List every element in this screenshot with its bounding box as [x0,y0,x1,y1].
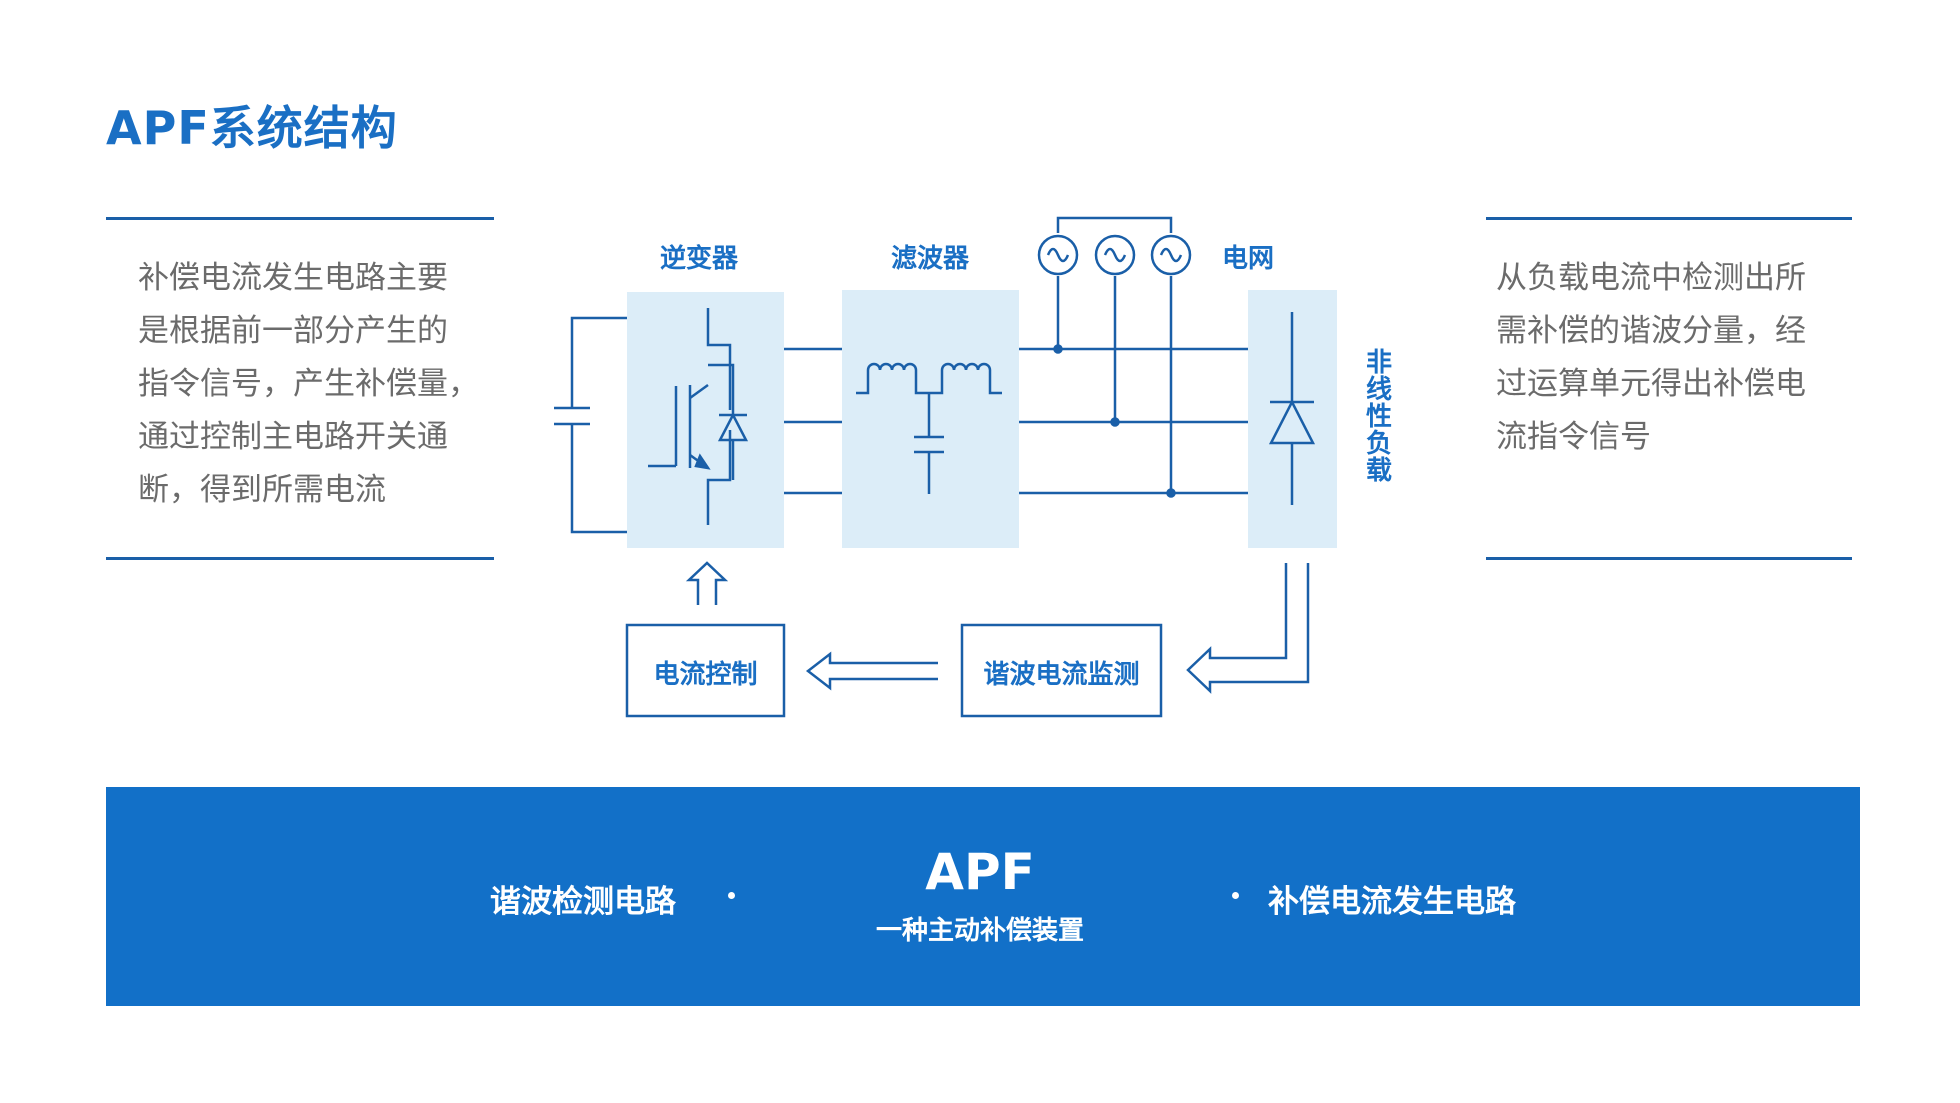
current-control-label: 电流控制 [653,660,758,690]
filter-inductor-left [856,362,929,395]
igbt-c-diag [689,383,709,400]
band-center-subtitle: 一种主动补偿装置 [875,916,1084,946]
igbt-collector [706,308,732,410]
inverter-label: 逆变器 [660,244,739,274]
junction-b [1110,417,1120,427]
band-right-label: 补偿电流发生电路 [1268,884,1516,920]
right-line-3: 过运算单元得出补偿电 [1496,366,1806,402]
left-line-5: 断，得到所需电流 [138,472,386,508]
junction-a [1053,344,1063,354]
grid-wave-b [1103,247,1127,263]
left-line-3: 指令信号，产生补偿量， [138,366,479,402]
left-line-4: 通过控制主电路开关通 [138,419,448,455]
dc-link-wire-lower [570,424,627,534]
left-line-1: 补偿电流发生电路主要 [138,260,448,296]
filter-label: 滤波器 [891,244,970,274]
filter-inductor-right [929,362,1002,395]
right-line-1: 从负载电流中检测出所 [1496,260,1806,296]
grid-label: 电网 [1222,244,1275,274]
right-line-2: 需补偿的谐波分量，经 [1496,313,1806,349]
left-line-2: 是根据前一部分产生的 [138,313,448,349]
bottom-dot-left [728,892,735,899]
dc-link-wire [570,316,627,408]
page-title: APF系统结构 [106,101,398,155]
harmonic-monitor-box [960,623,1163,718]
current-control-box [625,623,786,718]
junction-c [1166,488,1176,498]
grid-wave-a [1046,247,1070,263]
grid-top-bus [1056,216,1173,233]
igbt-arrow [694,453,711,470]
band-left-label: 谐波检测电路 [490,884,676,920]
right-top-rule [1486,217,1852,220]
right-description: 从负载电流中检测出所 需补偿的谐波分量，经 过运算单元得出补偿电 流指令信号 [1496,252,1856,464]
grid-wave-c [1159,247,1183,263]
filter-block [842,290,1019,548]
right-line-4: 流指令信号 [1496,419,1651,455]
grid-source-b-icon [1094,234,1136,276]
up-arrow-icon [685,561,729,605]
load-label: 非线性负载 [1365,348,1392,486]
igbt-emitter [706,430,732,525]
summary-band [106,787,1860,1006]
harmonic-monitor-label: 谐波电流监测 [983,660,1140,690]
grid-source-c-icon [1150,234,1192,276]
left-arrow-icon [805,651,938,691]
right-bottom-rule [1486,557,1852,560]
bottom-dot-right [1232,892,1239,899]
feedback-arrow-icon [1186,563,1310,694]
left-bottom-rule [106,557,494,560]
left-top-rule [106,217,494,220]
band-center-title: APF [925,843,1035,901]
left-description: 补偿电流发生电路主要 是根据前一部分产生的 指令信号，产生补偿量， 通过控制主电… [138,252,498,517]
grid-source-a-icon [1037,234,1079,276]
inverter-block [627,292,784,548]
freewheel-diode-wires [708,363,735,415]
